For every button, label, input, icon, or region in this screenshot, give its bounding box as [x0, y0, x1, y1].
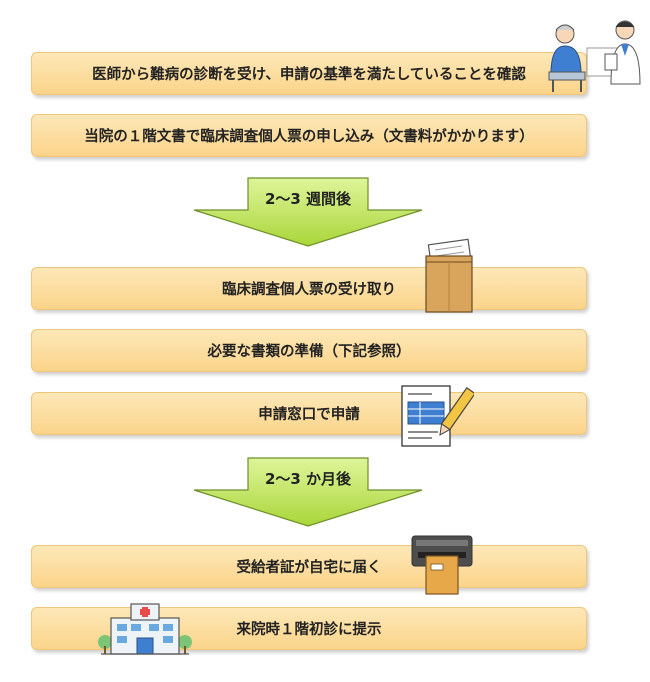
arrow-1-label: 2～3 週間後 — [264, 190, 352, 208]
down-arrow-2 — [193, 457, 423, 527]
step-7-label: 来院時１階初診に提示 — [236, 622, 382, 638]
envelope-icon — [425, 238, 473, 313]
hospital-icon — [98, 603, 192, 655]
document-pen-icon — [401, 385, 474, 447]
step-5-submit-application: 申請窓口で申請 — [31, 392, 587, 435]
step-3-receive-form: 臨床調査個人票の受け取り — [31, 267, 587, 310]
mail-slot-icon — [411, 535, 473, 595]
step-2-label: 当院の１階文書で臨床調査個人票の申し込み（文書料がかかります） — [84, 129, 534, 145]
patient-doctor-icon — [548, 20, 641, 92]
step-3-label: 臨床調査個人票の受け取り — [222, 282, 396, 298]
step-6-label: 受給者証が自宅に届く — [236, 560, 382, 576]
step-6-certificate-delivered: 受給者証が自宅に届く — [31, 545, 587, 588]
arrow-2-label: 2～3 か月後 — [264, 470, 352, 488]
step-1-label: 医師から難病の診断を受け、申請の基準を満たしていることを確認 — [92, 67, 526, 83]
step-5-label: 申請窓口で申請 — [258, 407, 360, 423]
down-arrow-1 — [193, 177, 423, 247]
step-4-prepare-documents: 必要な書類の準備（下記参照） — [31, 329, 587, 372]
step-1-diagnosis: 医師から難病の診断を受け、申請の基準を満たしていることを確認 — [31, 52, 587, 95]
step-4-label: 必要な書類の準備（下記参照） — [207, 344, 411, 360]
step-2-application-form-request: 当院の１階文書で臨床調査個人票の申し込み（文書料がかかります） — [31, 114, 587, 157]
